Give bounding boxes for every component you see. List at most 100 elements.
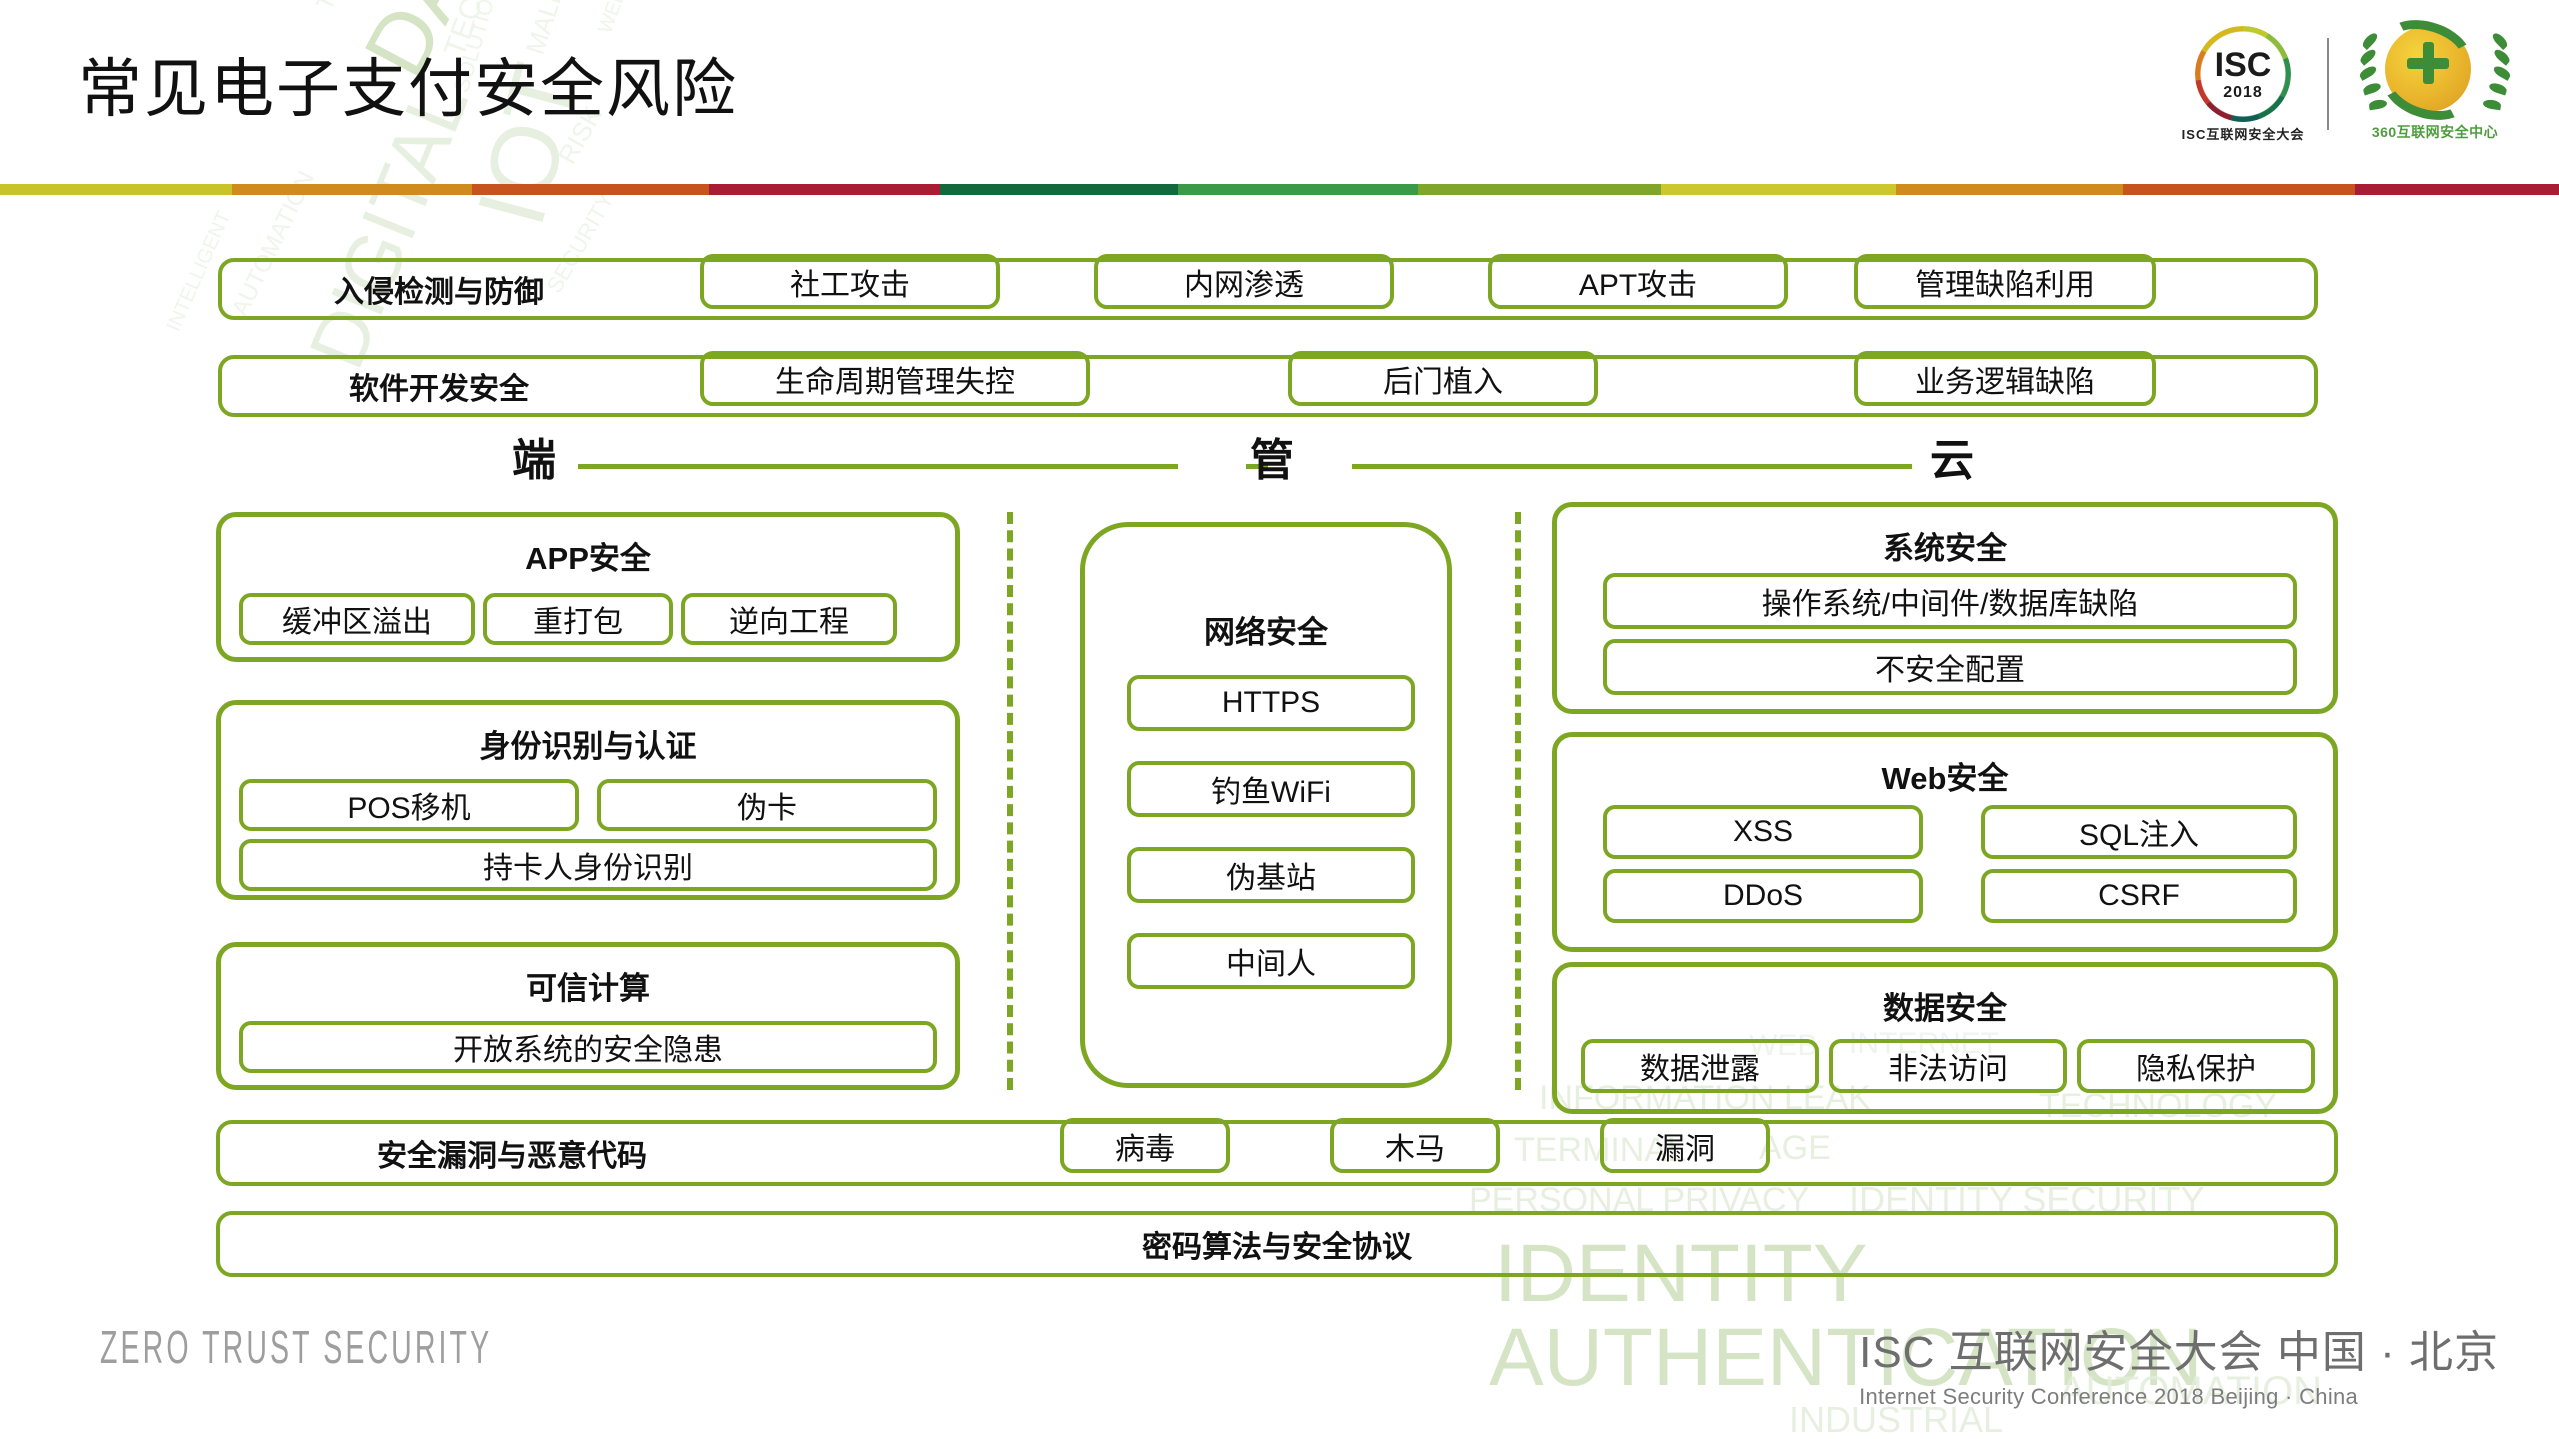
pill-label: 病毒 <box>1115 1132 1175 1166</box>
sub-privacy-protection[interactable]: 隐私保护 <box>2077 1039 2315 1093</box>
sub-label: 不安全配置 <box>1875 654 2025 687</box>
sub-label: 开放系统的安全隐患 <box>453 1034 723 1067</box>
card-system-security[interactable]: 系统安全 操作系统/中间件/数据库缺陷 不安全配置 <box>1552 502 2338 714</box>
sub-open-system-hazard[interactable]: 开放系统的安全隐患 <box>239 1021 937 1073</box>
sub-sql-injection[interactable]: SQL注入 <box>1981 805 2297 859</box>
tier-label-pipe: 管 <box>1250 436 1294 485</box>
card-web-security[interactable]: Web安全 XSS SQL注入 DDoS CSRF <box>1552 732 2338 952</box>
card-title: APP安全 <box>525 541 651 576</box>
sub-man-in-the-middle[interactable]: 中间人 <box>1127 933 1415 989</box>
pill-business-logic-flaw[interactable]: 业务逻辑缺陷 <box>1854 351 2156 406</box>
sub-label: 伪基站 <box>1226 862 1316 895</box>
card-app-security[interactable]: APP安全 缓冲区溢出 重打包 逆向工程 <box>216 512 960 662</box>
sub-counterfeit-card[interactable]: 伪卡 <box>597 779 937 831</box>
tier-line-right <box>1352 464 1912 469</box>
column-separator-right <box>1515 512 1521 1090</box>
isc-year-label: 2018 <box>2223 84 2263 101</box>
sub-buffer-overflow[interactable]: 缓冲区溢出 <box>239 593 475 645</box>
sub-label: 持卡人身份识别 <box>483 852 693 885</box>
pill-virus[interactable]: 病毒 <box>1060 1118 1230 1173</box>
sub-csrf[interactable]: CSRF <box>1981 869 2297 923</box>
pill-backdoor-implant[interactable]: 后门植入 <box>1288 351 1598 406</box>
isc-mark-label: ISC <box>2214 46 2272 84</box>
band-vulnerabilities-malicious-code[interactable]: 安全漏洞与恶意代码 病毒 木马 漏洞 <box>216 1118 2338 1186</box>
sub-label: 隐私保护 <box>2136 1053 2256 1086</box>
sub-label: 钓鱼WiFi <box>1211 776 1331 809</box>
band-label: 软件开发安全 <box>349 373 529 406</box>
color-divider-bar <box>0 184 2559 195</box>
pill-management-flaw[interactable]: 管理缺陷利用 <box>1854 254 2156 309</box>
divider-segment-1 <box>232 184 472 195</box>
tier-line-left <box>578 464 1178 469</box>
sub-label: SQL注入 <box>2078 819 2200 852</box>
sub-label: 非法访问 <box>1888 1053 2008 1086</box>
sub-fake-base-station[interactable]: 伪基站 <box>1127 847 1415 903</box>
pill-intranet-penetration[interactable]: 内网渗透 <box>1094 254 1394 309</box>
sub-pos-relocation[interactable]: POS移机 <box>239 779 579 831</box>
sub-label: 操作系统/中间件/数据库缺陷 <box>1761 588 2139 621</box>
sub-insecure-configuration[interactable]: 不安全配置 <box>1603 639 2297 695</box>
sub-xss[interactable]: XSS <box>1603 805 1923 859</box>
header-logos: ISC 2018 ISC互联网安全大会 3 <box>2182 9 2515 144</box>
tier-label-terminal: 端 <box>512 436 556 485</box>
pill-trojan[interactable]: 木马 <box>1330 1118 1500 1173</box>
band-label: 密码算法与安全协议 <box>1142 1231 1412 1264</box>
band-software-development-security[interactable]: 软件开发安全 生命周期管理失控 后门植入 业务逻辑缺陷 <box>218 351 2318 417</box>
sub-label: DDoS <box>1722 879 1804 912</box>
pill-label: 内网渗透 <box>1184 268 1304 302</box>
card-title: 系统安全 <box>1883 531 2007 566</box>
sub-ddos[interactable]: DDoS <box>1603 869 1923 923</box>
card-title: 数据安全 <box>1883 991 2007 1026</box>
logo-divider <box>2327 38 2329 130</box>
divider-segment-10 <box>2355 184 2559 195</box>
card-title: 身份识别与认证 <box>479 729 697 764</box>
sub-data-leak[interactable]: 数据泄露 <box>1581 1039 1819 1093</box>
sub-reverse-engineering[interactable]: 逆向工程 <box>681 593 897 645</box>
pill-social-engineering[interactable]: 社工攻击 <box>700 254 1000 309</box>
org-logo: 360互联网安全中心 <box>2355 9 2515 144</box>
page-title: 常见电子支付安全风险 <box>78 53 738 125</box>
band-intrusion-detection[interactable]: 入侵检测与防御 社工攻击 内网渗透 APT攻击 管理缺陷利用 <box>218 254 2318 320</box>
sub-label: XSS <box>1732 815 1794 848</box>
pill-label: 社工攻击 <box>790 268 910 302</box>
sub-cardholder-identification[interactable]: 持卡人身份识别 <box>239 839 937 891</box>
card-data-security[interactable]: 数据安全 数据泄露 非法访问 隐私保护 <box>1552 962 2338 1114</box>
card-title: 可信计算 <box>526 971 650 1006</box>
footer-conference-name: ISC 互联网安全大会 中国 · 北京 <box>1859 1328 2499 1377</box>
divider-segment-2 <box>472 184 709 195</box>
tier-label-cloud: 云 <box>1930 436 1974 485</box>
sub-label: 逆向工程 <box>729 606 849 639</box>
sub-label: 缓冲区溢出 <box>282 606 432 639</box>
divider-segment-3 <box>709 184 940 195</box>
sub-label: POS移机 <box>347 792 471 825</box>
band-crypto-algorithms-protocols[interactable]: 密码算法与安全协议 <box>216 1211 2338 1277</box>
cross-icon <box>2407 42 2449 84</box>
pill-lifecycle-mismanagement[interactable]: 生命周期管理失控 <box>700 351 1090 406</box>
sub-label: 重打包 <box>533 606 623 639</box>
sub-label: 数据泄露 <box>1640 1053 1760 1086</box>
sub-illegal-access[interactable]: 非法访问 <box>1829 1039 2067 1093</box>
sub-label: 伪卡 <box>737 792 797 825</box>
column-separator-left <box>1007 512 1013 1090</box>
divider-segment-5 <box>1178 184 1418 195</box>
pill-label: 后门植入 <box>1383 365 1503 399</box>
org-caption-label: 360互联网安全中心 <box>2371 124 2499 140</box>
isc-caption-label: ISC互联网安全大会 <box>2181 127 2305 142</box>
sub-phishing-wifi[interactable]: 钓鱼WiFi <box>1127 761 1415 817</box>
card-trusted-computing[interactable]: 可信计算 开放系统的安全隐患 <box>216 942 960 1090</box>
pill-label: 木马 <box>1385 1132 1445 1166</box>
sub-https[interactable]: HTTPS <box>1127 675 1415 731</box>
pill-vulnerability[interactable]: 漏洞 <box>1600 1118 1770 1173</box>
footer-conference-block: ISC 互联网安全大会 中国 · 北京 Internet Security Co… <box>1859 1316 2499 1410</box>
sub-label: CSRF <box>2098 879 2180 912</box>
card-identity-authentication[interactable]: 身份识别与认证 POS移机 伪卡 持卡人身份识别 <box>216 700 960 900</box>
sub-repackaging[interactable]: 重打包 <box>483 593 673 645</box>
watermark-word: THEORY <box>311 0 378 15</box>
pill-label: 管理缺陷利用 <box>1915 268 2095 302</box>
pill-apt-attack[interactable]: APT攻击 <box>1488 254 1788 309</box>
divider-segment-4 <box>940 184 1178 195</box>
card-network-security[interactable]: 网络安全 HTTPS 钓鱼WiFi 伪基站 中间人 <box>1080 522 1452 1088</box>
pill-label: 业务逻辑缺陷 <box>1915 365 2095 399</box>
sub-os-middleware-db-flaw[interactable]: 操作系统/中间件/数据库缺陷 <box>1603 573 2297 629</box>
isc-ring-icon <box>2195 26 2291 122</box>
